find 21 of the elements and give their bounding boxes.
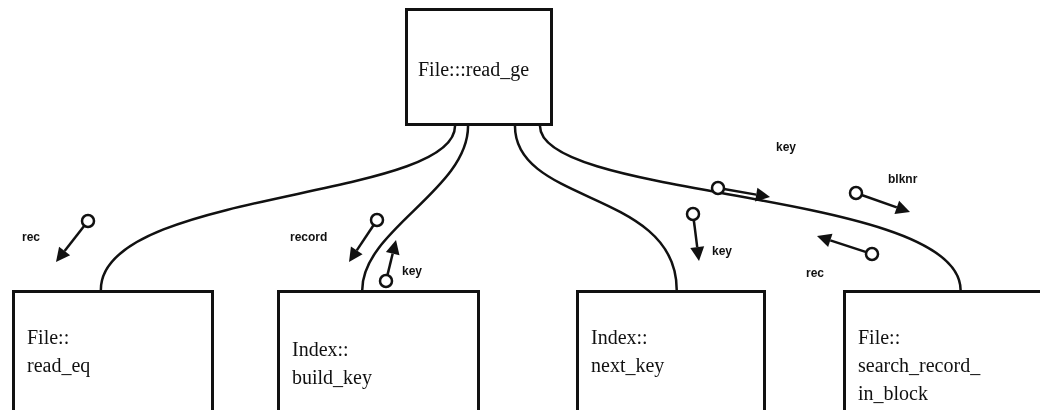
module-box — [576, 290, 766, 410]
connector-line — [513, 125, 678, 291]
module-name: Index:: build_key — [292, 337, 372, 391]
module-name: File:: read_eq — [27, 325, 91, 379]
process-box — [405, 8, 553, 126]
module-box — [843, 290, 1040, 410]
module-name: File:::read_ge — [418, 57, 530, 83]
data-label: record — [290, 230, 328, 244]
data-label: rec — [22, 230, 41, 244]
module-name: Index:: next_key — [591, 325, 665, 379]
data-label: key — [712, 244, 733, 258]
data-label: key — [776, 140, 797, 154]
module-box — [277, 290, 480, 410]
data-label: blknr — [888, 172, 918, 186]
connector-line — [99, 125, 457, 291]
connector-line — [538, 125, 962, 291]
data-label: key — [402, 264, 423, 278]
module-name: File:: search_record_ in_block — [858, 325, 981, 406]
connector-line — [361, 125, 470, 291]
module-box — [12, 290, 214, 410]
data-label: rec — [806, 266, 825, 280]
